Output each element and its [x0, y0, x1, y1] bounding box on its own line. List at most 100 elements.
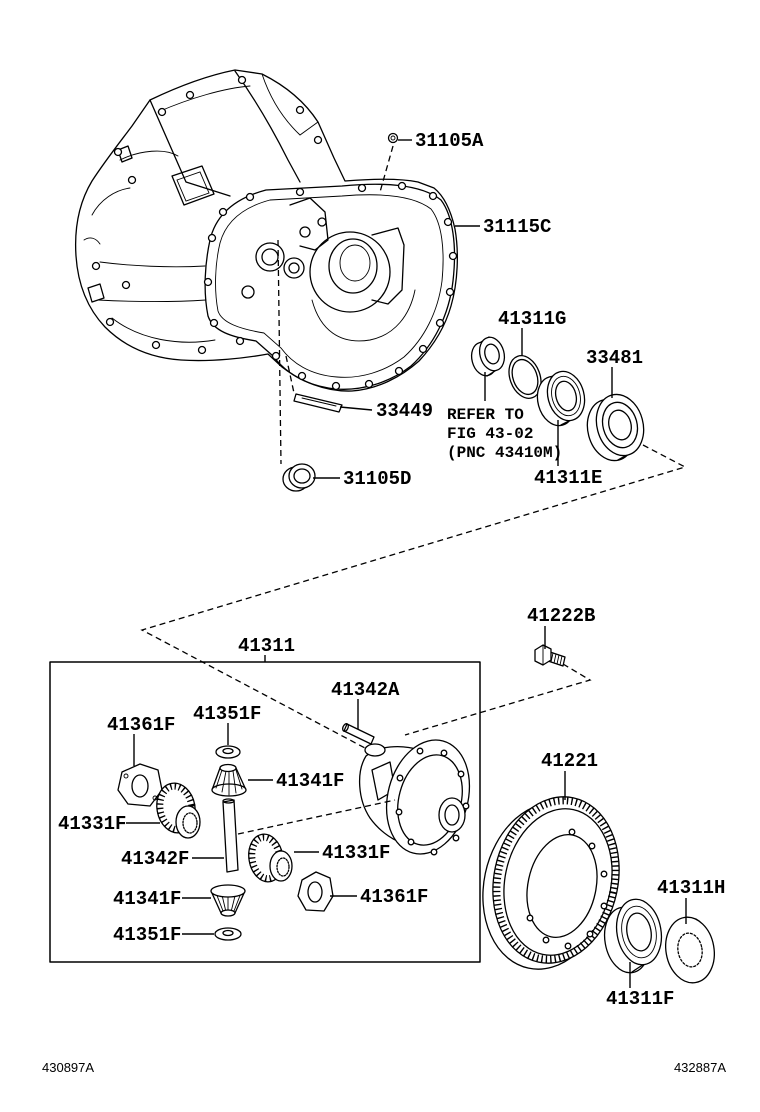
part-label-41311: 41311 [238, 635, 295, 657]
reference-note-line-1: REFER TO [447, 406, 524, 424]
part-label-41311h: 41311H [657, 877, 725, 899]
housing-outline [74, 69, 458, 392]
bolt-hole [209, 318, 219, 328]
part-label-41221: 41221 [541, 750, 598, 772]
bolt-hole [151, 340, 161, 350]
bolt-hole [440, 749, 448, 757]
part-label-41341f-top: 41341F [276, 770, 344, 792]
bolt-hole [396, 774, 404, 782]
bolt-hole [295, 187, 305, 197]
bolt-hole [203, 277, 213, 287]
bolt-hole [235, 336, 245, 346]
bolt-hole [416, 747, 424, 755]
part-label-41342a: 41342A [331, 679, 400, 701]
bolt-hole [105, 317, 115, 327]
bolt-hole [588, 842, 596, 850]
part-label-41361f-right: 41361F [360, 886, 428, 908]
tapered-bearing-drawing [536, 370, 586, 427]
part-label-41331f-left: 41331F [58, 813, 126, 835]
leader-lines [126, 139, 687, 988]
part-label-41222b: 41222B [527, 605, 595, 627]
bolt-hole [600, 870, 608, 878]
bolt-hole [397, 181, 407, 191]
ring-gear-bolt-holes [526, 828, 608, 950]
bolt-hole [430, 848, 438, 856]
axle-oil-seal-drawing [586, 393, 645, 462]
bolt-hole [331, 381, 341, 391]
part-label-41361f-left: 41361F [107, 714, 175, 736]
bolt-hole [157, 107, 167, 117]
part-label-33449: 33449 [376, 400, 433, 422]
thrust-washer-left-drawing [117, 763, 163, 807]
bolt-hole [237, 75, 247, 85]
shift-rail-boss [289, 197, 329, 251]
ring-gear-drawing [482, 796, 620, 970]
bolt-hole [564, 942, 572, 950]
shim-washer-drawing [508, 355, 542, 399]
bolt-hole [113, 147, 123, 157]
bolt-hole [271, 351, 281, 361]
bolt-hole [357, 183, 367, 193]
gear-teeth [493, 797, 619, 963]
bolt-drawing [534, 644, 566, 667]
part-label-41311g: 41311G [498, 308, 566, 330]
bolt-hole [127, 175, 137, 185]
bolt-hole [600, 902, 608, 910]
bolt-hole [295, 105, 305, 115]
bolt-hole [462, 802, 470, 810]
bolt-hole [364, 379, 374, 389]
bolt-hole [121, 280, 131, 290]
part-label-41311e: 41311E [534, 467, 602, 489]
bolt-hole [395, 808, 403, 816]
housing-bolt-holes [91, 75, 458, 391]
side-gear-right-drawing [248, 833, 293, 883]
part-label-41351f-bottom: 41351F [113, 924, 181, 946]
illustration-code-right: 432887A [674, 1060, 726, 1075]
pinion-shaft-pin-drawing [342, 723, 375, 745]
pinion-gear-top-drawing [211, 763, 247, 797]
reference-note: REFER TO FIG 43-02 (PNC 43410M) [447, 406, 562, 462]
bolt-hole [313, 135, 323, 145]
bolt-hole [457, 770, 465, 778]
side-gear-left-drawing [156, 782, 201, 839]
pinion-shaft-drawing [222, 798, 239, 873]
pinion-gear-bottom-drawing [210, 884, 246, 917]
bolt-hole [91, 261, 101, 271]
thrust-washer-right-drawing [297, 871, 334, 912]
part-label-41342f: 41342F [121, 848, 189, 870]
case-flange-holes [395, 747, 470, 856]
input-bore [255, 242, 285, 272]
bolt-hole [207, 233, 217, 243]
bolt-hole [245, 192, 255, 202]
small-oil-seal-drawing [282, 463, 316, 492]
part-number-labels: 31105A 31115C 41311G 33481 33449 41311E … [58, 130, 725, 1010]
oil-seal-drawing [470, 336, 506, 377]
bolt-hole [185, 90, 195, 100]
part-label-41341f-bottom: 41341F [113, 888, 181, 910]
part-label-41331f-right: 41331F [322, 842, 390, 864]
part-label-41311f: 41311F [606, 988, 674, 1010]
illustration-code-left: 430897A [42, 1060, 94, 1075]
bolt-hole [435, 318, 445, 328]
bolt-hole [297, 371, 307, 381]
bolt-hole [197, 345, 207, 355]
bolt-hole [428, 191, 438, 201]
bolt-hole [448, 251, 458, 261]
bolt-hole [407, 838, 415, 846]
bolt-hole [452, 834, 460, 842]
bolt-hole [445, 287, 455, 297]
adjusting-shim-drawing [665, 916, 715, 984]
side-bearing-drawing [603, 898, 663, 974]
part-label-33481: 33481 [586, 347, 643, 369]
bolt-hole [443, 217, 453, 227]
bolt-hole [218, 207, 228, 217]
pin-drawing [293, 393, 343, 413]
pinion-washer-top-drawing [215, 745, 241, 759]
plug-drawing [387, 132, 399, 144]
assembly-dashed-lines [140, 145, 687, 835]
part-label-31105d: 31105D [343, 468, 411, 490]
pinion-washer-bottom-drawing [214, 927, 242, 941]
part-label-31105a: 31105A [415, 130, 484, 152]
bolt-hole [542, 936, 550, 944]
